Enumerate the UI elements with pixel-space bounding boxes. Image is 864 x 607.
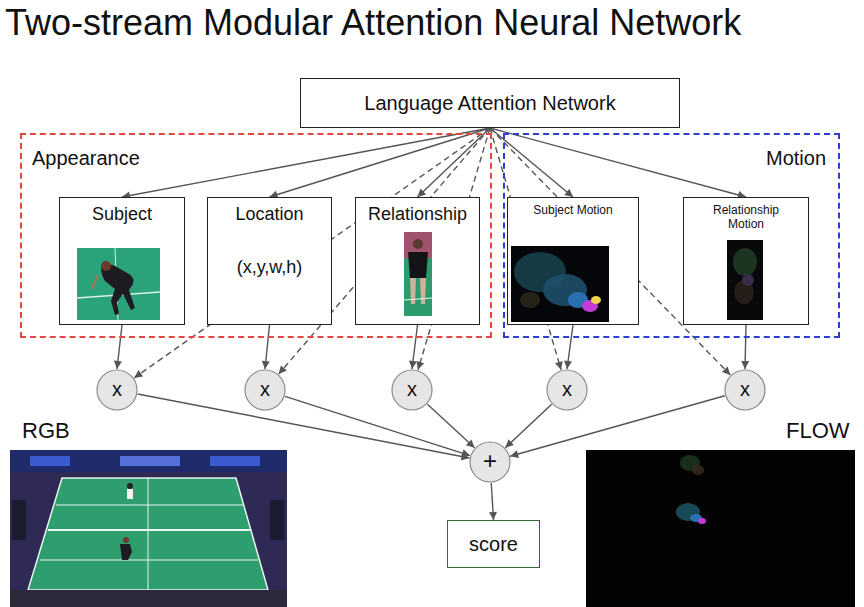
connector-line [122,128,490,197]
arrow-head [741,361,749,369]
connector-line [427,404,474,448]
node-title: x [407,379,417,399]
node-title: Language Attention Network [364,92,615,115]
arrow-head [564,189,573,197]
attention-network-box: Language Attention Network [300,78,680,128]
flow-arrow [741,325,749,369]
flow-arrow [418,128,491,197]
flow-arrow [270,128,491,198]
subject-crop [77,248,160,320]
node-title: + [483,449,497,473]
arrow-head [564,361,572,369]
flow-arrow [122,128,490,199]
flow-arrow [505,404,551,447]
connector-line [270,128,491,197]
arrow-head [416,361,424,370]
arrow-head [555,361,563,370]
node-title: score [469,533,518,556]
arrow-head [722,366,730,375]
flow-arrow [262,325,270,369]
connector-line [418,128,491,197]
connector-line [134,128,490,378]
flow-arrow [114,325,122,369]
connector-line [510,396,725,457]
node-title: x [260,379,270,399]
frame-label: RGB [22,418,70,444]
arrow-head [279,365,287,374]
module-box: Location (x,y,w,h) [207,197,332,325]
node-detail: (x,y,w,h) [237,257,303,278]
arrow-head [134,370,143,378]
flow-arrow [510,396,725,458]
node-title: Subject Motion [533,204,612,218]
multiply-node: x [391,369,433,411]
arrow-head [505,439,514,447]
node-title: x [562,379,572,399]
node-title: Location [235,204,303,225]
flow-arrow [409,325,417,369]
node-title: Appearance [30,147,142,170]
multiply-node: x [546,369,588,411]
multiply-node: x [96,369,138,411]
frame-label: FLOW [786,418,850,444]
node-title: Relationship Motion [706,204,786,232]
arrow-head [114,361,122,369]
diagram-title: Two-stream Modular Attention Neural Netw… [5,2,741,44]
arrow-head [461,449,470,457]
node-title: x [112,379,122,399]
flow-frame [586,450,855,607]
connector-line [490,128,746,197]
multiply-node: x [244,369,286,411]
node-title: Subject [92,204,152,225]
connector-line [505,404,551,447]
node-title: Motion [764,147,828,170]
arrow-head [489,512,497,520]
flow-arrow [564,325,573,369]
rgb-frame [10,450,287,607]
flow-arrow [489,483,497,520]
arrow-head [409,361,417,369]
flow-arrow [427,404,474,448]
flow-arrow [285,396,470,457]
arrow-head [262,361,270,369]
relationship-motion-crop [727,240,763,320]
arrow-head [466,439,475,447]
arrow-head [418,189,427,197]
node-title: Relationship [368,204,467,225]
score-box: score [447,520,540,568]
node-title: x [740,379,750,399]
relationship-crop [404,232,432,316]
connector-line [285,396,470,455]
subject-motion-crop [511,246,609,322]
sum-node: + [469,441,511,483]
flow-arrow [490,128,746,199]
arrow-head [510,450,519,458]
multiply-node: x [724,369,766,411]
attention-weight-arrow [134,128,490,378]
